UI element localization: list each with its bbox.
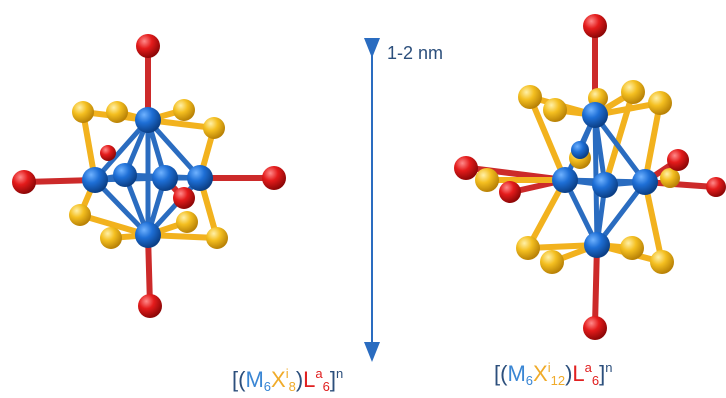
formula-close-paren: ) xyxy=(295,367,304,392)
formula-metal-count: 6 xyxy=(263,379,272,394)
formula-charge: n xyxy=(605,360,613,375)
formula-ligand: L xyxy=(572,361,585,386)
formula-metal: M xyxy=(507,361,526,386)
metal-atoms xyxy=(82,107,213,248)
formula-open: [( xyxy=(232,367,246,392)
formula-charge: n xyxy=(336,366,344,381)
formula-close: ] xyxy=(599,361,606,386)
formula-open: [( xyxy=(494,361,508,386)
metal-atoms xyxy=(552,102,658,258)
m6x8l6-cluster xyxy=(12,34,286,318)
formula-m6x8l6: [(M6Xi8)La6]n xyxy=(232,366,343,394)
formula-halide-position: i xyxy=(285,366,289,381)
formula-m6x12l6: [(M6Xi12)La6]n xyxy=(494,360,612,388)
formula-close-paren: ) xyxy=(565,361,573,386)
formula-halide: X xyxy=(271,367,286,392)
scale-label: 1-2 nm xyxy=(387,43,444,63)
formula-ligand-position: a xyxy=(315,366,323,381)
formula-halide: X xyxy=(533,361,548,386)
halide-atoms xyxy=(69,99,228,249)
formula-halide-position: i xyxy=(547,360,551,375)
formula-close: ] xyxy=(329,367,336,392)
formula-halide-count: 8 xyxy=(288,379,296,394)
formula-ligand-position: a xyxy=(584,360,592,375)
m6x12l6-cluster xyxy=(454,14,726,340)
ligand-atoms xyxy=(454,14,726,340)
formula-ligand: L xyxy=(303,367,316,392)
formula-ligand-count: 6 xyxy=(322,379,330,394)
formula-metal: M xyxy=(245,367,264,392)
formula-halide-count: 12 xyxy=(550,373,566,388)
ligand-atoms xyxy=(12,34,286,318)
formula-metal-count: 6 xyxy=(525,373,534,388)
formula-ligand-count: 6 xyxy=(591,373,600,388)
